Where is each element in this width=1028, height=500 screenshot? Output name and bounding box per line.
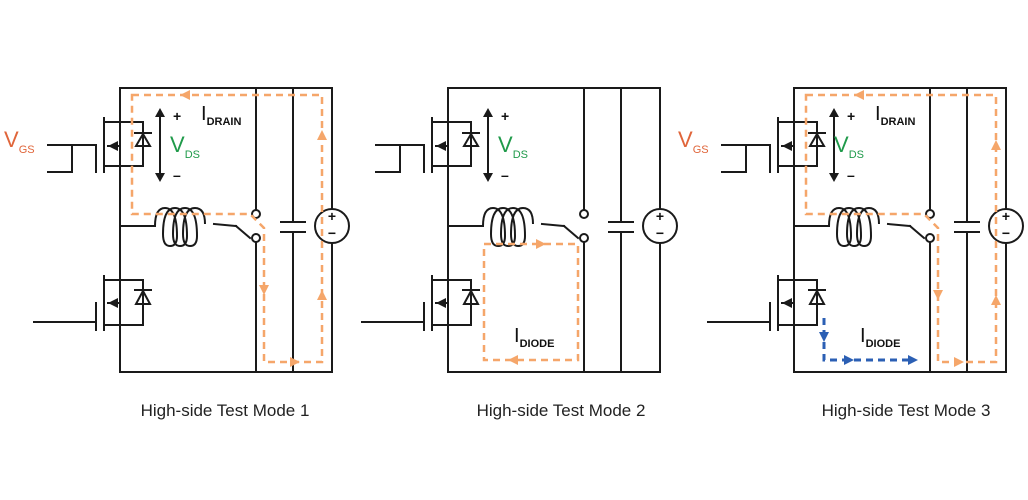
vds-label: VDS (170, 132, 200, 161)
current-label: IDIODE (514, 325, 554, 350)
vds-minus: – (501, 167, 509, 183)
current-label: IDRAIN (875, 103, 915, 128)
panel-mode-1: VGS VDS + – IDRAIN High-side Test Mode 1 (4, 87, 350, 420)
vds-minus: – (173, 167, 181, 183)
vds-plus: + (847, 108, 855, 124)
caption-mode-3: High-side Test Mode 3 (822, 401, 991, 420)
vds-plus: + (501, 108, 509, 124)
diode-current-path (482, 242, 580, 362)
vgs-label: VGS (678, 127, 709, 156)
panel-mode-2: VDS + – IDIODE High-side Test Mode 2 (361, 87, 678, 420)
vds-label: VDS (498, 132, 528, 161)
circuit-schematic (33, 87, 350, 373)
caption-mode-2: High-side Test Mode 2 (477, 401, 646, 420)
panel-mode-3: VGS VDS + – IDRAIN IDIODE High-side Test… (678, 87, 1024, 420)
vgs-label: VGS (4, 127, 35, 156)
caption-mode-1: High-side Test Mode 1 (141, 401, 310, 420)
current-label-diode: IDIODE (860, 325, 900, 350)
vds-label: VDS (834, 132, 864, 161)
vds-plus: + (173, 108, 181, 124)
vds-minus: – (847, 167, 855, 183)
current-label: IDRAIN (201, 103, 241, 128)
current-arrow (180, 90, 190, 100)
